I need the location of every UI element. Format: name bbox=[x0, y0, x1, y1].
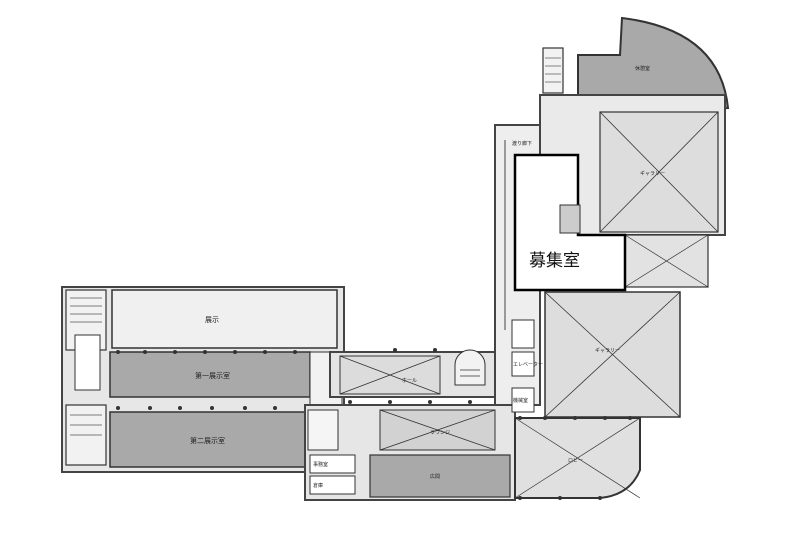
left-wing: 展示 第一展示室 第二展示室 bbox=[61, 286, 345, 473]
room-label-r13: 事務室 bbox=[313, 461, 328, 468]
room-label-r11: 渡り廊下 bbox=[512, 140, 532, 147]
room-label-r16: 機械室 bbox=[513, 397, 528, 404]
highlight-room: 募集室 bbox=[513, 153, 627, 292]
room-label-r5: ラウンジ bbox=[430, 429, 450, 436]
room-label-r2: 第一展示室 bbox=[195, 371, 230, 380]
highlight-room-label: 募集室 bbox=[529, 251, 580, 271]
room-label-r1: 展示 bbox=[205, 316, 219, 324]
room-label-r14: エレベーター bbox=[513, 361, 543, 368]
room-label-r8: ギャラリー bbox=[640, 171, 665, 177]
middle-block: ホール ラウンジ 広間 事務室 倉庫 bbox=[304, 348, 516, 501]
room-label-r15: 倉庫 bbox=[313, 482, 323, 489]
room-label-r7: 休憩室 bbox=[635, 65, 650, 72]
room-label-r4: ホール bbox=[402, 378, 417, 384]
room-label-r6: 広間 bbox=[430, 473, 440, 480]
room-label-r12: ギャラリー bbox=[595, 348, 620, 354]
room-label-r3: 第二展示室 bbox=[190, 436, 225, 445]
room-label-r17: ロビー bbox=[568, 457, 583, 464]
